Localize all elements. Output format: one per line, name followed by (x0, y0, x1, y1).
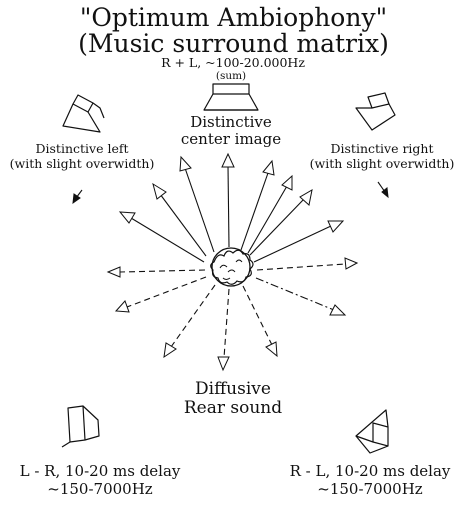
title-line-2: (Music surround matrix) (78, 29, 389, 58)
center-sum-label: (sum) (215, 70, 247, 82)
listener-head (210, 247, 254, 287)
left-label-line-1: Distinctive left (35, 141, 129, 156)
right-label-line-1: Distinctive right (330, 141, 434, 156)
center-label-line-2: center image (180, 130, 282, 148)
ray-dashed (114, 276, 207, 313)
left-label-line-2: (with slight overwidth) (9, 156, 155, 171)
ray-solid (152, 182, 207, 257)
rear-left-formula: L - R, 10-20 ms delay (19, 462, 181, 480)
ray-solid (72, 189, 83, 205)
front-rays (72, 152, 389, 263)
center-label-line-1: Distinctive (190, 113, 272, 131)
rear-right-frequency: ~150-7000Hz (317, 480, 423, 498)
rear-left-speaker (61, 405, 100, 448)
rear-right-formula: R - L, 10-20 ms delay (289, 462, 451, 480)
ray-solid (118, 211, 205, 263)
ray-solid (247, 174, 293, 254)
rear-label-line-1: Diffusive (195, 379, 271, 399)
title-line-1: "Optimum Ambiophony" (79, 3, 388, 32)
ray-solid (253, 220, 345, 263)
rear-right-speaker (355, 409, 389, 454)
front-right-speaker (355, 92, 396, 131)
ray-dashed (163, 284, 216, 359)
center-formula: R + L, ~100-20.000Hz (161, 55, 305, 70)
ray-solid (221, 152, 235, 248)
ray-dashed (106, 266, 206, 278)
ray-dashed (242, 285, 278, 358)
ray-dashed (256, 257, 359, 271)
rear-label-line-2: Rear sound (183, 398, 283, 418)
front-left-speaker (62, 94, 105, 133)
center-speaker (203, 83, 259, 111)
ray-solid (377, 181, 389, 199)
rear-rays (106, 257, 359, 372)
right-label-line-2: (with slight overwidth) (309, 156, 455, 171)
ray-solid (240, 159, 275, 251)
ray-solid (249, 189, 313, 256)
ray-dashed (217, 288, 230, 372)
ray-dashed (255, 277, 347, 316)
rear-left-frequency: ~150-7000Hz (47, 480, 153, 498)
ray-solid (179, 155, 215, 253)
